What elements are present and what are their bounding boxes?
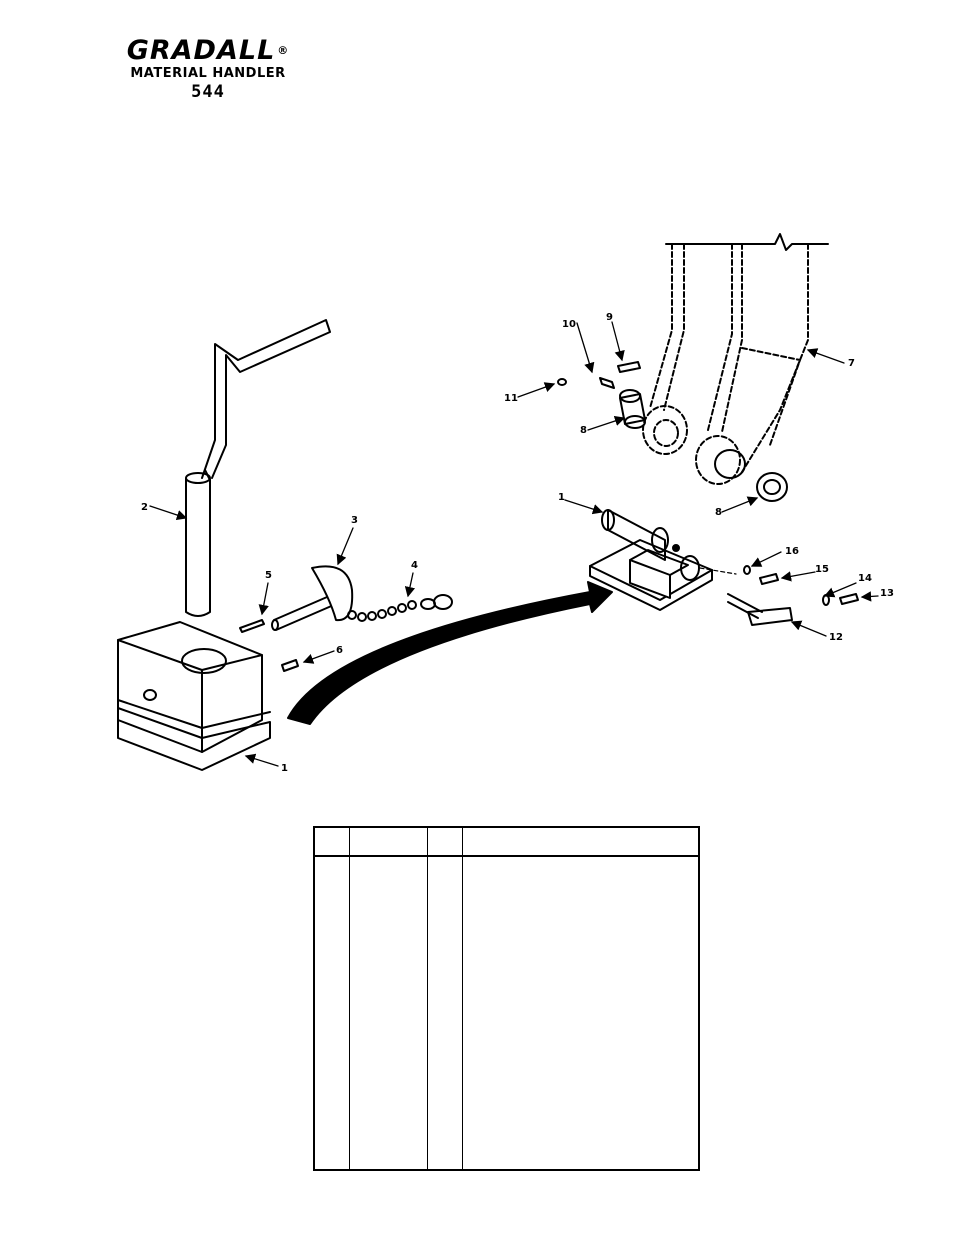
callout-8-upper: 8 — [580, 425, 587, 436]
base-block-left — [117, 621, 271, 771]
callout-12: 12 — [829, 632, 843, 643]
boom-frame — [642, 243, 809, 485]
registered-mark: ® — [277, 44, 290, 57]
spring-pin — [239, 619, 265, 633]
callout-5: 5 — [265, 570, 272, 581]
callout-8-lower: 8 — [715, 507, 722, 518]
callout-1-left: 1 — [281, 763, 288, 774]
model-number: 544 — [191, 82, 225, 102]
parts-list-table — [313, 826, 700, 1171]
callout-9: 9 — [606, 312, 613, 323]
bushing-lower — [756, 472, 788, 502]
callout-11: 11 — [504, 393, 518, 404]
t-handle-pin — [271, 565, 354, 631]
lever-handle — [185, 319, 331, 617]
callout-4: 4 — [411, 560, 418, 571]
assembly-direction-arrow — [287, 581, 613, 725]
callout-2: 2 — [141, 502, 148, 513]
locking-pin — [727, 593, 793, 626]
bead-chain — [347, 594, 453, 622]
frame-break-line — [665, 233, 829, 251]
callout-7: 7 — [848, 358, 855, 369]
brand-logo: GRADALL® — [108, 36, 308, 66]
brand-subtitle: MATERIAL HANDLER — [130, 66, 286, 81]
bracket-assembly — [589, 509, 713, 611]
table-column-divider — [427, 828, 428, 1169]
callout-16: 16 — [785, 546, 799, 557]
upper-hardware — [557, 361, 641, 389]
brand-name: GRADALL — [126, 35, 276, 66]
set-screw — [281, 659, 299, 672]
bushing-upper — [619, 389, 646, 429]
callout-14: 14 — [858, 573, 872, 584]
callout-1-right: 1 — [558, 492, 565, 503]
fastener-group — [699, 565, 859, 606]
callout-10: 10 — [562, 319, 576, 330]
callout-13: 13 — [880, 588, 894, 599]
callout-leaders — [149, 321, 879, 767]
table-column-divider — [462, 828, 463, 1169]
table-column-divider — [349, 828, 350, 1169]
pivot-bushing — [714, 449, 746, 479]
callout-15: 15 — [815, 564, 829, 575]
brand-block: GRADALL® MATERIAL HANDLER 544 — [108, 36, 308, 103]
table-header-divider — [315, 855, 698, 857]
callout-3: 3 — [351, 515, 358, 526]
callout-6: 6 — [336, 645, 343, 656]
